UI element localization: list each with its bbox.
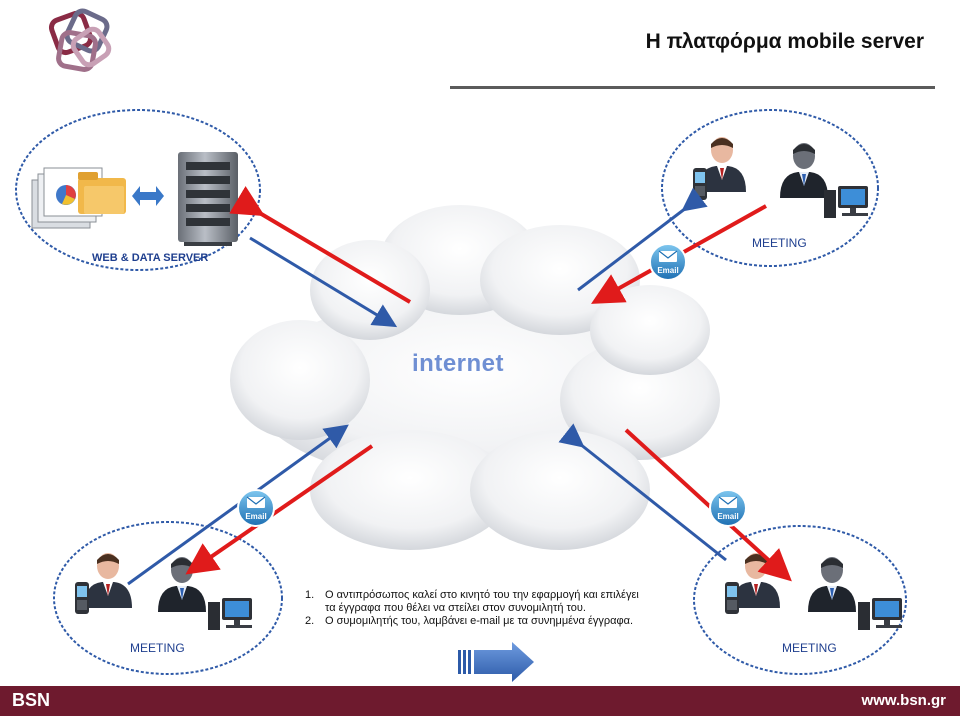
arrow-server-to-cloud-red [229, 186, 412, 304]
step-number: 2. [305, 615, 315, 627]
cloud-label: internet [412, 350, 505, 377]
folder-icon [78, 172, 126, 214]
arrow-bottom-left-blue [127, 424, 349, 586]
meeting-label-bottom-right: MEETING [782, 641, 837, 655]
email-icon-left: Email [237, 489, 275, 527]
step-item: 1. Ο αντιπρόσωπος καλεί στο κινητό του τ… [305, 589, 700, 602]
bsn-logo [48, 8, 112, 72]
double-arrow-icon [132, 186, 164, 206]
step-text: τα έγγραφα που θέλει να στείλει στον συν… [325, 602, 586, 614]
email-icon-right: Email [709, 489, 747, 527]
arrow-bottom-left-red [185, 444, 374, 575]
email-icon-top: Email [649, 243, 687, 281]
arrow-server-to-cloud-blue [249, 236, 398, 328]
footer-website-link[interactable]: www.bsn.gr [861, 692, 946, 709]
footer-brand: BSN [12, 690, 51, 710]
step-item: 2. Ο συμομιλητής του, λαμβάνει e-mail με… [305, 615, 700, 628]
step-text: Ο συμομιλητής του, λαμβάνει e-mail με τα… [325, 615, 634, 627]
email-icon-label: Email [717, 512, 738, 521]
footer-bar [0, 686, 960, 716]
steps-list: 1. Ο αντιπρόσωπος καλεί στο κινητό του τ… [305, 589, 700, 628]
server-icon [178, 152, 238, 246]
email-icon-label: Email [657, 266, 678, 275]
step-text: Ο αντιπρόσωπος καλεί στο κινητό του την … [325, 589, 639, 601]
page-title: Η πλατφόρμα mobile server [645, 30, 924, 53]
title-rule [450, 86, 935, 89]
server-node-label: WEB & DATA SERVER [92, 252, 209, 264]
step-number: 1. [305, 589, 315, 601]
email-icon-label: Email [245, 512, 266, 521]
arrow-bottom-right-blue [558, 423, 727, 562]
step-item-continued: τα έγγραφα που θέλει να στείλει στον συν… [305, 602, 700, 615]
meeting-label-top-right: MEETING [752, 236, 807, 250]
progress-arrow-icon [458, 642, 534, 682]
meeting-label-bottom-left: MEETING [130, 641, 185, 655]
arrow-bottom-right-red [624, 428, 792, 582]
